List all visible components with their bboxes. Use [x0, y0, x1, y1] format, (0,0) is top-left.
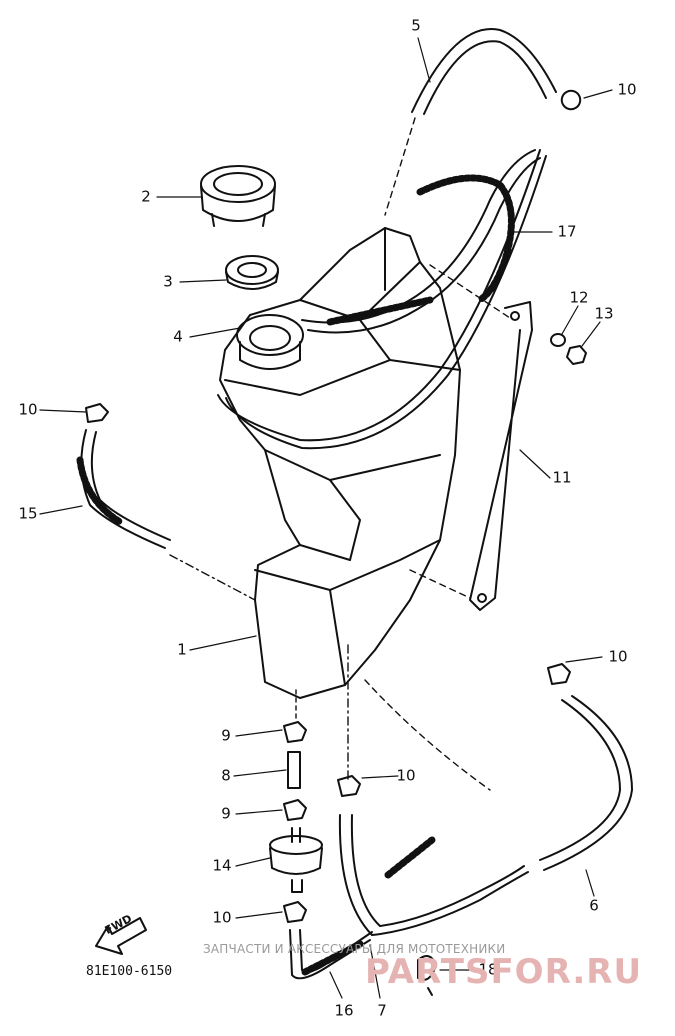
callout-7: 7	[377, 1001, 387, 1020]
part-13-nut	[566, 345, 587, 365]
callout-10-right: 10	[608, 647, 628, 666]
callout-1: 1	[177, 640, 187, 659]
callout-16: 16	[334, 1001, 354, 1020]
part-12-washer	[550, 333, 566, 347]
part-10-clamp-left	[85, 403, 109, 423]
part-10-clamp	[560, 89, 582, 111]
callout-10-filter: 10	[212, 908, 232, 927]
callout-15: 15	[18, 504, 38, 523]
fwd-arrow-icon	[95, 917, 147, 955]
part-6-hose	[539, 695, 633, 871]
callout-9-upper: 9	[221, 726, 231, 745]
part-9-clamp-upper	[283, 721, 307, 743]
part-10-clamp-right	[547, 663, 571, 685]
part-15-hose	[76, 429, 171, 549]
callout-10-left: 10	[18, 400, 38, 419]
part-11-stay-bracket	[469, 301, 533, 611]
callout-10-mid: 10	[396, 766, 416, 785]
part-10-clamp-filter	[283, 901, 307, 923]
callout-11: 11	[552, 468, 572, 487]
part-7-hose	[338, 814, 529, 936]
callout-10-top: 10	[617, 80, 637, 99]
callout-8: 8	[221, 766, 231, 785]
callout-3: 3	[163, 272, 173, 291]
callout-14: 14	[212, 856, 232, 875]
callout-5: 5	[411, 16, 421, 35]
part-18-clip	[417, 955, 437, 996]
callout-6: 6	[589, 896, 599, 915]
part-10-clamp-7	[337, 775, 361, 797]
part-17-overflow-hose	[301, 149, 541, 334]
part-4-filler-neck	[236, 314, 304, 370]
callout-2: 2	[141, 187, 151, 206]
callout-18: 18	[478, 960, 498, 979]
part-9-clamp-lower	[283, 799, 307, 821]
part-14-fuel-filter	[269, 827, 323, 893]
watermark-logo: PARTSFOR.RU	[365, 952, 643, 992]
diagram-code: 81E100-6150	[86, 964, 173, 979]
leader-lines	[39, 37, 613, 999]
watermark-caption: ЗАПЧАСТИ И АКСЕССУАРЫ ДЛЯ МОТОТЕХНИКИ	[203, 942, 506, 956]
callout-4: 4	[173, 327, 183, 346]
callout-13: 13	[594, 304, 614, 323]
part-8-pipe	[287, 751, 301, 789]
part-5-hose	[411, 28, 557, 115]
callout-17: 17	[557, 222, 577, 241]
part-1-reservoir-tank	[219, 227, 461, 699]
breather-tube	[217, 149, 541, 442]
part-3-gasket	[225, 255, 279, 290]
callout-9-lower: 9	[221, 804, 231, 823]
part-2-cap	[200, 165, 276, 227]
callout-12: 12	[569, 288, 589, 307]
part-16-hose	[289, 929, 373, 980]
